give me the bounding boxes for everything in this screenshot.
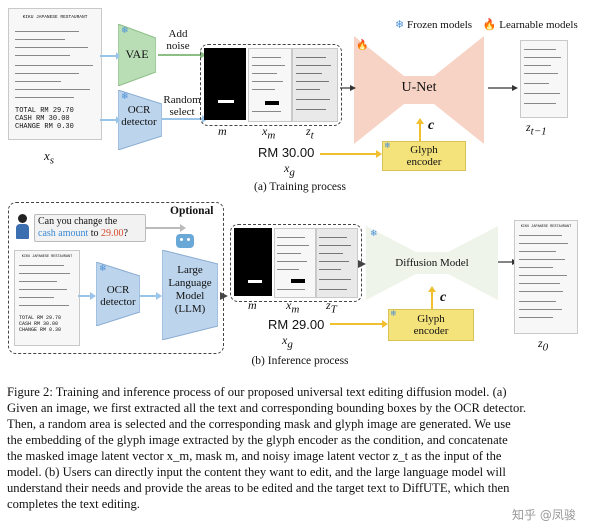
zt-label-training: zt [306,124,314,142]
caption-line: the embedding of the glyph image extract… [7,433,508,447]
receipt-cash: CASH [15,115,32,123]
output-receipt-inference: KIKU JAPANESE RESTAURANT [514,220,578,334]
llm-block [162,250,218,340]
subcaption-training: (a) Training process [254,181,346,193]
output-receipt-training [520,40,568,118]
vae-snowflake-icon: ❄ [121,25,129,35]
noisy-latent-training [292,48,338,122]
xg-label-training: xg [284,161,295,179]
latent-to-unet-arrow [340,85,356,91]
fire-icon: 🔥 [482,19,497,31]
output-label-training: zt−1 [526,120,547,138]
input-to-ocr-arrow-inference [78,292,96,300]
xm-label-inference: xm [286,298,300,316]
cond-label-training: c [428,118,435,133]
llm-to-latent-arrow [220,292,228,300]
add-noise-arrow [158,51,206,59]
ocr-block-training [118,90,162,150]
snowflake-icon: ❄ [395,19,405,31]
unet-to-output-arrow [488,85,518,91]
caption-line: completes the text editing. [7,497,140,511]
ocr-snowflake-icon: ❄ [121,91,129,101]
legend: ❄ Frozen models 🔥 Learnable models [395,18,595,34]
caption-line: model. (b) Users can directly input the … [7,465,506,479]
user-question: Can you change the cash amount to 29.00? [34,214,146,242]
mask-image-training [204,48,246,120]
vae-label: VAE [125,47,149,61]
legend-learnable-label: Learnable models [499,19,578,31]
legend-frozen-label: Frozen models [406,19,473,31]
unet-label: U-Net [401,80,437,95]
arrows-input-training [100,52,120,124]
mask-label-training: m [218,124,227,138]
vae-block [118,24,156,86]
mask-label-inference: m [248,298,257,312]
diffusion-block [366,226,498,300]
input-xs-label: xs [44,148,55,167]
caption-line: the masked image latent vector x_m, mask… [7,449,502,463]
masked-image-inference [274,228,316,298]
diffusion-snowflake-icon: ❄ [370,228,378,238]
diffusion-label: Diffusion Model [395,257,469,269]
cond-label-inference: c [440,290,447,305]
text-input-inference: RM 29.00 [268,317,325,332]
input-receipt-inference: KIKU JAPANESE RESTAURANT TOTAL RM 29.70 … [14,250,80,346]
watermark: 知乎 @凤骏 [512,508,576,522]
caption-line: Figure 2: Training and inference process… [7,385,507,399]
ocr-snowflake-icon-inference: ❄ [99,263,107,273]
latent-to-diffusion-arrow [358,260,366,268]
receipt-title: KIKU JAPANESE RESTAURANT [22,15,88,20]
mask-image-inference [234,228,272,296]
text-to-glyph-arrow-inference [330,320,388,328]
question-to-llm-arrow [146,224,186,232]
latent-group-training [200,44,342,126]
robot-icon [176,234,194,248]
xm-label-training: xm [262,124,276,142]
caption-line: understand their needs and provide the a… [7,481,510,495]
text-input-training: RM 30.00 [258,145,315,160]
unet-fire-icon: 🔥 [356,40,369,51]
input-receipt-training: KIKU JAPANESE RESTAURANT TOTAL RM 29.70 … [8,8,102,140]
caption-line: Given an image, we first extracted all t… [7,401,526,415]
subcaption-inference: (b) Inference process [251,355,349,367]
xg-label-inference: xg [282,333,293,351]
condition-arrow-inference [428,286,436,310]
user-icon [16,214,30,240]
glyph-snowflake-icon-training: ❄ [384,141,391,150]
output-label-inference: z0 [538,336,549,354]
condition-arrow-training [416,118,424,142]
noisy-latent-inference [316,228,358,298]
ocr-block-inference [96,262,140,326]
zT-label-inference: zT [326,298,337,316]
caption-line: Then, a random area is selected and the … [7,417,511,431]
receipt-change: CHANGE [15,123,41,131]
figure-caption: Figure 2: Training and inference process… [7,384,595,512]
receipt-total: TOTAL [15,107,37,115]
optional-label: Optional [170,205,214,217]
glyph-snowflake-icon-inference: ❄ [390,309,397,318]
optional-group [8,202,224,354]
unet-block [354,36,484,144]
text-to-glyph-arrow-training [320,150,382,158]
ocr-to-llm-arrow [140,292,162,300]
masked-image-training [248,48,292,122]
